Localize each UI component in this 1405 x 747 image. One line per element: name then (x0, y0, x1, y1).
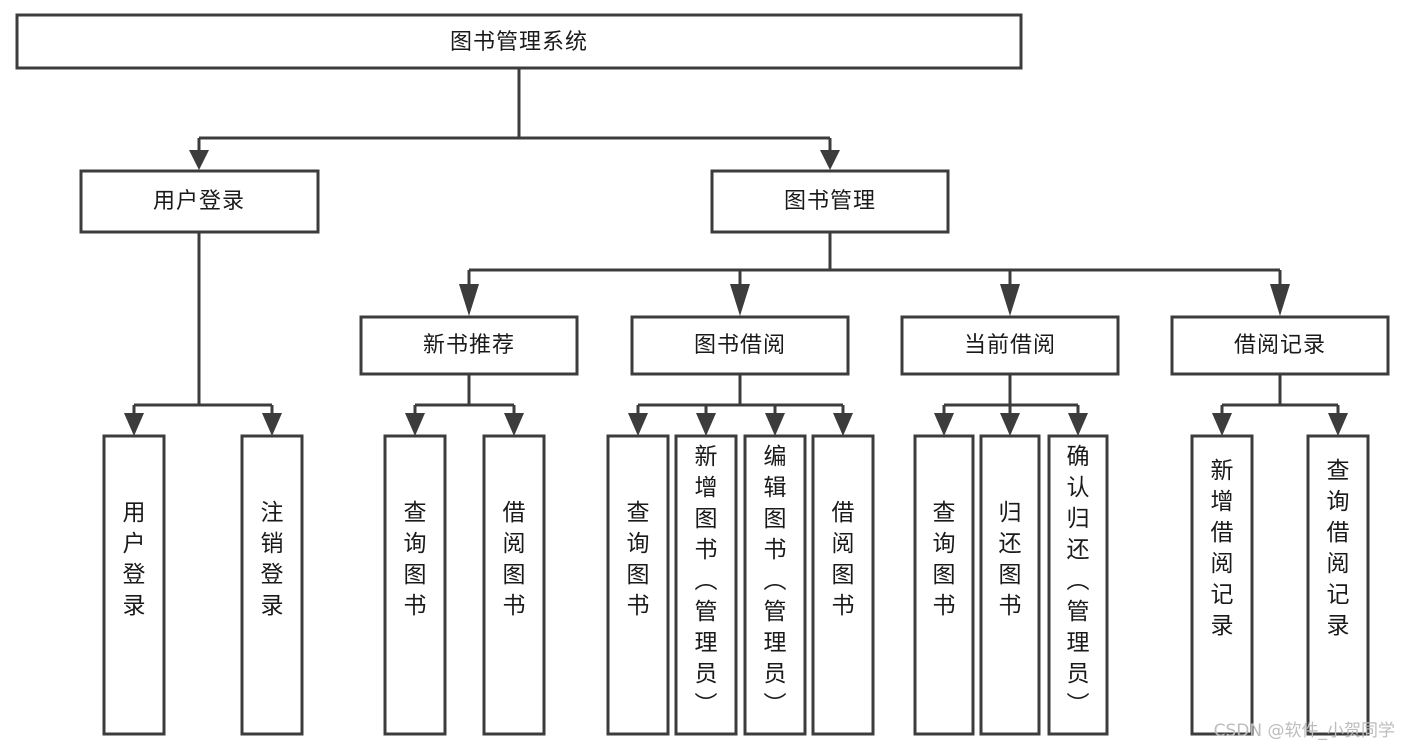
arrow-head-book-borrow (730, 284, 750, 316)
leaf-query-book-1-box[interactable] (383, 434, 447, 736)
arrow-head-leaf-user-login (124, 413, 144, 436)
node-user-login-box[interactable] (79, 169, 320, 234)
node-book-borrow-box[interactable] (630, 315, 850, 376)
node-root-label: 图书管理系统 (450, 30, 588, 55)
arrow-head-leaf-query-record (1328, 413, 1348, 436)
leaf-borrow-book-1-label: 借阅图书 (503, 500, 526, 619)
arrow-head-leaf-edit-book (765, 413, 785, 436)
arrow-head-leaf-query-book-3 (934, 413, 954, 436)
leaf-user-login[interactable]: 用户登录 (102, 434, 166, 736)
arrow-head-leaf-borrow-book-1 (504, 413, 524, 436)
leaf-confirm-return[interactable]: 确认归还︵管理员︶ (1047, 434, 1109, 736)
node-book-management[interactable]: 图书管理 (710, 169, 950, 234)
leaf-query-book-2[interactable]: 查询图书 (606, 434, 670, 736)
node-user-login[interactable]: 用户登录 (79, 169, 320, 234)
arrow-head-leaf-add-record (1212, 413, 1232, 436)
node-book-borrow[interactable]: 图书借阅 (630, 315, 850, 376)
node-book-management-box[interactable] (710, 169, 950, 234)
leaf-query-record-label: 查询借阅记录 (1327, 458, 1350, 639)
node-borrow-record-label: 借阅记录 (1234, 333, 1326, 358)
leaf-edit-book-label: 编辑图书︵管理员︶ (764, 444, 787, 718)
leaf-borrow-book-1[interactable]: 借阅图书 (482, 434, 546, 736)
node-new-book-recommend-box[interactable] (359, 315, 579, 376)
csdn-watermark: CSDN @软件_小贺同学 (1213, 721, 1395, 741)
leaf-confirm-return-box[interactable] (1047, 434, 1109, 736)
arrow-head-leaf-borrow-book-2 (833, 413, 853, 436)
leaf-borrow-book-2[interactable]: 借阅图书 (811, 434, 875, 736)
leaf-borrow-book-2-box[interactable] (811, 434, 875, 736)
node-root-box[interactable] (15, 13, 1023, 70)
arrow-head-leaf-return-book (1000, 413, 1020, 436)
node-current-borrow-label: 当前借阅 (964, 333, 1056, 358)
leaf-edit-book-box[interactable] (743, 434, 807, 736)
node-book-borrow-label: 图书借阅 (694, 333, 786, 358)
node-current-borrow-box[interactable] (900, 315, 1120, 376)
node-root[interactable]: 图书管理系统 (15, 13, 1023, 70)
node-borrow-record-box[interactable] (1170, 315, 1390, 376)
leaf-add-book-label: 新增图书︵管理员︶ (695, 444, 718, 718)
leaf-query-book-3-label: 查询图书 (933, 500, 956, 619)
arrow-head-book-management (820, 150, 840, 170)
leaf-query-book-3[interactable]: 查询图书 (913, 434, 975, 736)
leaf-add-book[interactable]: 新增图书︵管理员︶ (674, 434, 738, 736)
leaf-query-record[interactable]: 查询借阅记录 (1306, 434, 1370, 736)
leaf-return-book-label: 归还图书 (999, 500, 1022, 619)
arrow-head-leaf-user-logout (262, 413, 282, 436)
leaf-add-record-label: 新增借阅记录 (1211, 458, 1234, 639)
arrow-head-current-borrow (1000, 284, 1020, 316)
arrow-head-leaf-query-book-2 (628, 413, 648, 436)
arrow-head-new-book-recommend (459, 284, 479, 316)
node-book-management-label: 图书管理 (784, 189, 876, 214)
leaf-return-book-box[interactable] (979, 434, 1041, 736)
leaf-query-book-2-box[interactable] (606, 434, 670, 736)
leaf-user-logout-label: 注销登录 (261, 500, 284, 619)
leaf-user-logout[interactable]: 注销登录 (240, 434, 304, 736)
node-user-login-label: 用户登录 (153, 189, 245, 214)
leaf-borrow-book-1-box[interactable] (482, 434, 546, 736)
arrow-head-user-login (189, 150, 209, 170)
leaf-user-logout-box[interactable] (240, 434, 304, 736)
arrow-head-borrow-record (1270, 284, 1290, 316)
node-current-borrow[interactable]: 当前借阅 (900, 315, 1120, 376)
leaf-query-book-1-label: 查询图书 (404, 500, 427, 619)
leaf-edit-book[interactable]: 编辑图书︵管理员︶ (743, 434, 807, 736)
leaf-query-book-3-box[interactable] (913, 434, 975, 736)
leaf-user-login-label: 用户登录 (123, 500, 146, 619)
leaf-return-book[interactable]: 归还图书 (979, 434, 1041, 736)
leaf-query-book-1[interactable]: 查询图书 (383, 434, 447, 736)
leaf-user-login-box[interactable] (102, 434, 166, 736)
leaf-add-book-box[interactable] (674, 434, 738, 736)
arrow-head-leaf-add-book (696, 413, 716, 436)
node-borrow-record[interactable]: 借阅记录 (1170, 315, 1390, 376)
node-new-book-recommend-label: 新书推荐 (423, 333, 515, 358)
leaf-add-record-box[interactable] (1190, 434, 1254, 736)
leaf-borrow-book-2-label: 借阅图书 (832, 500, 855, 619)
leaf-add-record[interactable]: 新增借阅记录 (1190, 434, 1254, 736)
connector-layer (124, 68, 1348, 436)
node-new-book-recommend[interactable]: 新书推荐 (359, 315, 579, 376)
leaf-confirm-return-label: 确认归还︵管理员︶ (1067, 444, 1090, 718)
arrow-head-leaf-query-book-1 (405, 413, 425, 436)
leaf-query-record-box[interactable] (1306, 434, 1370, 736)
leaf-query-book-2-label: 查询图书 (627, 500, 650, 619)
arrow-head-leaf-confirm-return (1068, 413, 1088, 436)
